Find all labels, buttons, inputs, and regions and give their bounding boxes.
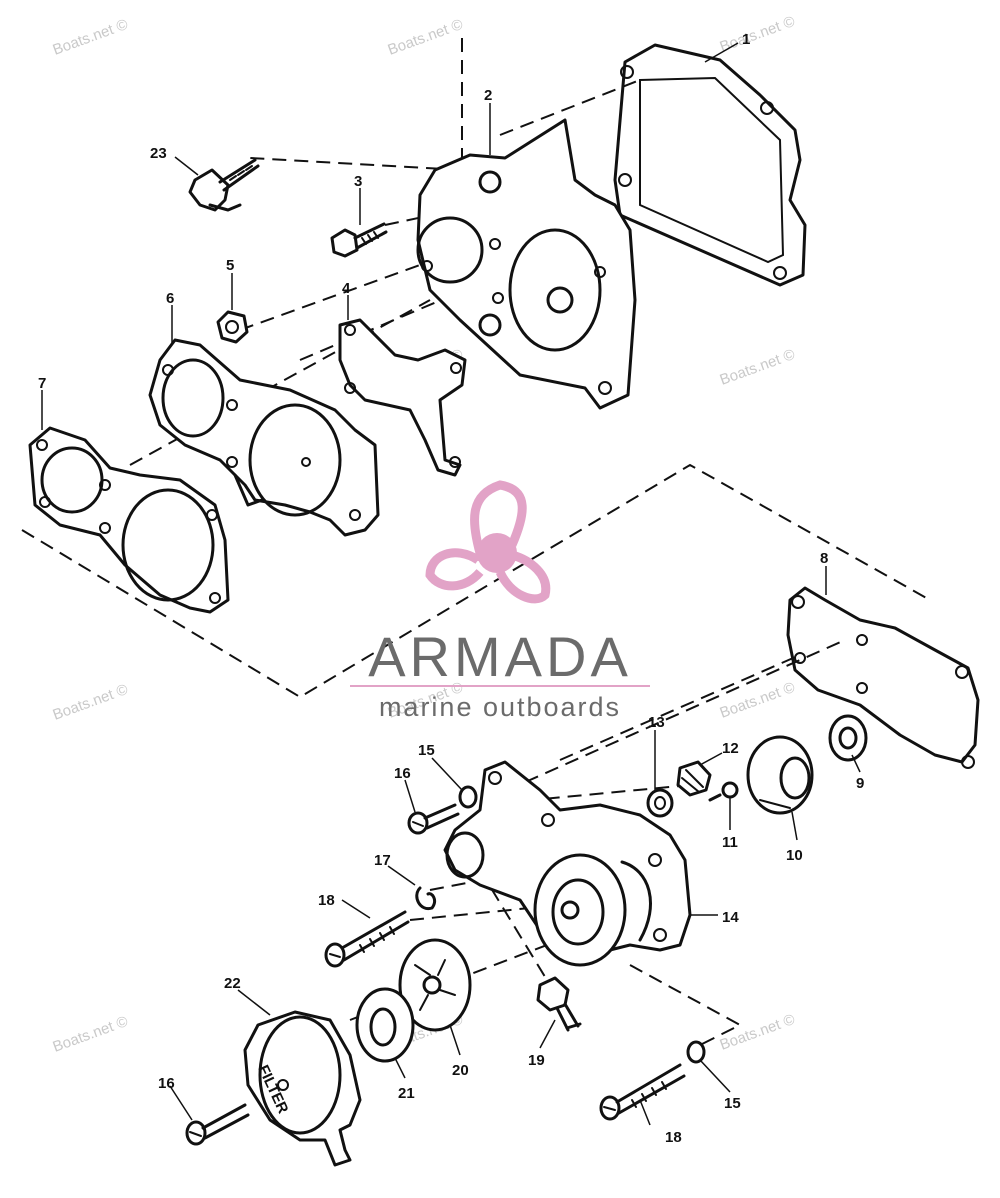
elbow-fitting[interactable] bbox=[188, 158, 260, 212]
callout-14: 14 bbox=[722, 909, 739, 926]
watermark: Boats.net © bbox=[718, 1011, 798, 1054]
filter-cover-22[interactable]: FILTER bbox=[243, 1010, 362, 1167]
gasket-right[interactable] bbox=[786, 586, 980, 769]
callout-15-lower: 15 bbox=[724, 1095, 741, 1112]
watermark: Boats.net © bbox=[718, 346, 798, 389]
callout-20: 20 bbox=[452, 1062, 469, 1079]
bolt-18-lower[interactable] bbox=[599, 1063, 686, 1121]
callout-19: 19 bbox=[528, 1052, 545, 1069]
callout-18-upper: 18 bbox=[318, 892, 335, 909]
brand-title: ARMADA bbox=[368, 625, 632, 688]
lock-washer-15-upper[interactable] bbox=[458, 785, 478, 809]
callout-18-lower: 18 bbox=[665, 1129, 682, 1146]
callout-8: 8 bbox=[820, 550, 828, 567]
propeller-icon bbox=[425, 480, 551, 604]
bolt-18-upper[interactable] bbox=[324, 910, 410, 968]
armada-logo: ARMADA marine outboards bbox=[350, 480, 650, 722]
watermark: Boats.net © bbox=[386, 16, 466, 59]
callout-11: 11 bbox=[722, 834, 738, 851]
callout-13: 13 bbox=[648, 714, 665, 731]
callout-17: 17 bbox=[374, 852, 391, 869]
pump-housing-14[interactable] bbox=[443, 760, 692, 967]
callout-16-lower: 16 bbox=[158, 1075, 175, 1092]
washer-9[interactable] bbox=[828, 714, 868, 762]
callout-10: 10 bbox=[786, 847, 803, 864]
o-ring-13[interactable] bbox=[646, 788, 674, 818]
callout-15-upper: 15 bbox=[418, 742, 435, 759]
check-valve-19[interactable] bbox=[536, 976, 582, 1032]
callout-23: 23 bbox=[150, 145, 167, 162]
bolt-3[interactable] bbox=[330, 222, 388, 258]
callout-3: 3 bbox=[354, 173, 362, 190]
callout-22: 22 bbox=[224, 975, 241, 992]
filter-washer-21[interactable] bbox=[355, 987, 415, 1063]
leader-lines bbox=[41, 42, 861, 1126]
watermark: Boats.net © bbox=[718, 13, 798, 56]
screw-16-upper[interactable] bbox=[407, 803, 460, 835]
callout-21: 21 bbox=[398, 1085, 415, 1102]
callout-6: 6 bbox=[166, 290, 174, 307]
callout-2: 2 bbox=[484, 87, 492, 104]
watermark: Boats.net © bbox=[51, 681, 131, 724]
callout-1: 1 bbox=[742, 31, 750, 48]
callout-16-upper: 16 bbox=[394, 765, 411, 782]
filter-plate-20[interactable] bbox=[398, 938, 472, 1032]
screw-11[interactable] bbox=[708, 781, 739, 802]
brand-subtitle: marine outboards bbox=[379, 692, 621, 722]
callout-9: 9 bbox=[856, 775, 864, 792]
pump-cover-6[interactable] bbox=[148, 338, 380, 537]
snap-ring-17[interactable] bbox=[415, 886, 436, 911]
callout-4: 4 bbox=[342, 280, 351, 297]
watermark: Boats.net © bbox=[51, 1013, 131, 1056]
diaphragm-10[interactable] bbox=[746, 735, 814, 815]
gasket-top[interactable] bbox=[613, 43, 807, 287]
gasket-left[interactable] bbox=[28, 426, 230, 614]
nut-5[interactable] bbox=[216, 310, 249, 344]
lock-washer-15-lower[interactable] bbox=[686, 1040, 706, 1064]
callouts: 1 2 3 4 5 6 7 8 9 10 11 12 13 14 15 15 1… bbox=[38, 31, 864, 1146]
callout-7: 7 bbox=[38, 375, 46, 392]
screw-16-lower[interactable] bbox=[185, 1103, 250, 1146]
pump-body-plate[interactable] bbox=[416, 118, 637, 410]
valve-12[interactable] bbox=[676, 760, 712, 797]
callout-5: 5 bbox=[226, 257, 234, 274]
bracket-4[interactable] bbox=[338, 318, 467, 477]
callout-12: 12 bbox=[722, 740, 739, 757]
watermark: Boats.net © bbox=[51, 16, 131, 59]
